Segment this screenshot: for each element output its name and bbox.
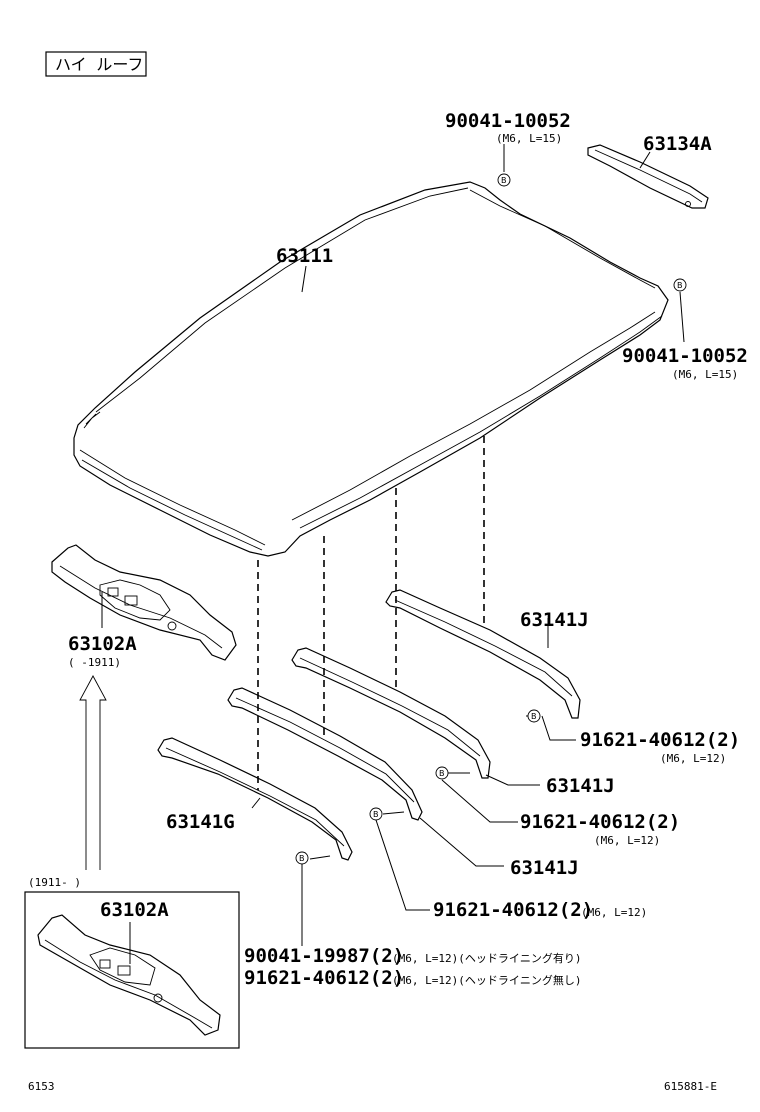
label-bow-rear: 63141J bbox=[520, 609, 589, 631]
label-bolt-5-spec: (M6, L=12) bbox=[581, 906, 647, 919]
bolt-marker-b3: B bbox=[527, 709, 541, 723]
label-bow-mid1: 63141J bbox=[510, 857, 579, 879]
label-header-panel: 63102A bbox=[68, 633, 137, 655]
label-header-panel-new: 63102A bbox=[100, 899, 169, 921]
bolt-marker-b5: B bbox=[369, 807, 383, 821]
svg-text:B: B bbox=[439, 769, 445, 778]
label-header-panel-new-range: (1911- ) bbox=[28, 876, 81, 889]
footer-figure-code: 615881-E bbox=[664, 1080, 717, 1093]
roof-bow-mid2 bbox=[291, 647, 491, 779]
roof-bow-mid1 bbox=[227, 687, 423, 821]
label-bolt-1-spec: (M6, L=15) bbox=[496, 132, 562, 145]
alignment-lines bbox=[257, 436, 485, 790]
reinforcement-front bbox=[587, 144, 709, 209]
label-bolt-3-spec: (M6, L=12) bbox=[660, 752, 726, 765]
label-reinforcement-front: 63134A bbox=[643, 133, 712, 155]
bolt-marker-b2: B bbox=[673, 278, 687, 292]
label-bolt-4-spec: (M6, L=12) bbox=[594, 834, 660, 847]
label-bow-front: 63141G bbox=[166, 811, 235, 833]
svg-text:B: B bbox=[677, 281, 683, 290]
roof-panel bbox=[73, 181, 669, 557]
bolt-marker-b6: B bbox=[295, 851, 309, 865]
label-bolt-5-part: 91621-40612(2) bbox=[433, 899, 593, 921]
label-bow-mid2: 63141J bbox=[546, 775, 615, 797]
label-bolt-7-part: 91621-40612(2) bbox=[244, 967, 404, 989]
roof-bow-front bbox=[157, 737, 353, 861]
label-bolt-6-part: 90041-19987(2) bbox=[244, 945, 404, 967]
header-panel-inset bbox=[24, 891, 240, 1049]
header-panel bbox=[51, 544, 237, 661]
label-roof-panel: 63111 bbox=[276, 245, 333, 267]
bolt-marker-b4: B bbox=[435, 766, 449, 780]
label-header-panel-range: ( -1911) bbox=[68, 656, 121, 669]
svg-text:B: B bbox=[501, 176, 507, 185]
upward-arrow bbox=[79, 675, 107, 870]
title-label: ハイ ルーフ bbox=[55, 55, 143, 74]
svg-text:B: B bbox=[299, 854, 305, 863]
label-bolt-3-part: 91621-40612(2) bbox=[580, 729, 740, 751]
label-bolt-4-part: 91621-40612(2) bbox=[520, 811, 680, 833]
label-bolt-2-spec: (M6, L=15) bbox=[672, 368, 738, 381]
label-bolt-2-part: 90041-10052 bbox=[622, 345, 748, 367]
label-bolt-1-part: 90041-10052 bbox=[445, 110, 571, 132]
svg-text:B: B bbox=[531, 712, 537, 721]
roof-bow-rear bbox=[385, 589, 581, 719]
title-box: ハイ ルーフ bbox=[45, 51, 147, 77]
label-bolt-7-spec: (M6, L=12)(ヘッドライニング無し) bbox=[392, 973, 581, 987]
footer-page-code: 6153 bbox=[28, 1080, 55, 1093]
svg-text:B: B bbox=[373, 810, 379, 819]
label-bolt-6-spec: (M6, L=12)(ヘッドライニング有り) bbox=[392, 951, 581, 965]
bolt-marker-b1: B bbox=[497, 173, 511, 187]
